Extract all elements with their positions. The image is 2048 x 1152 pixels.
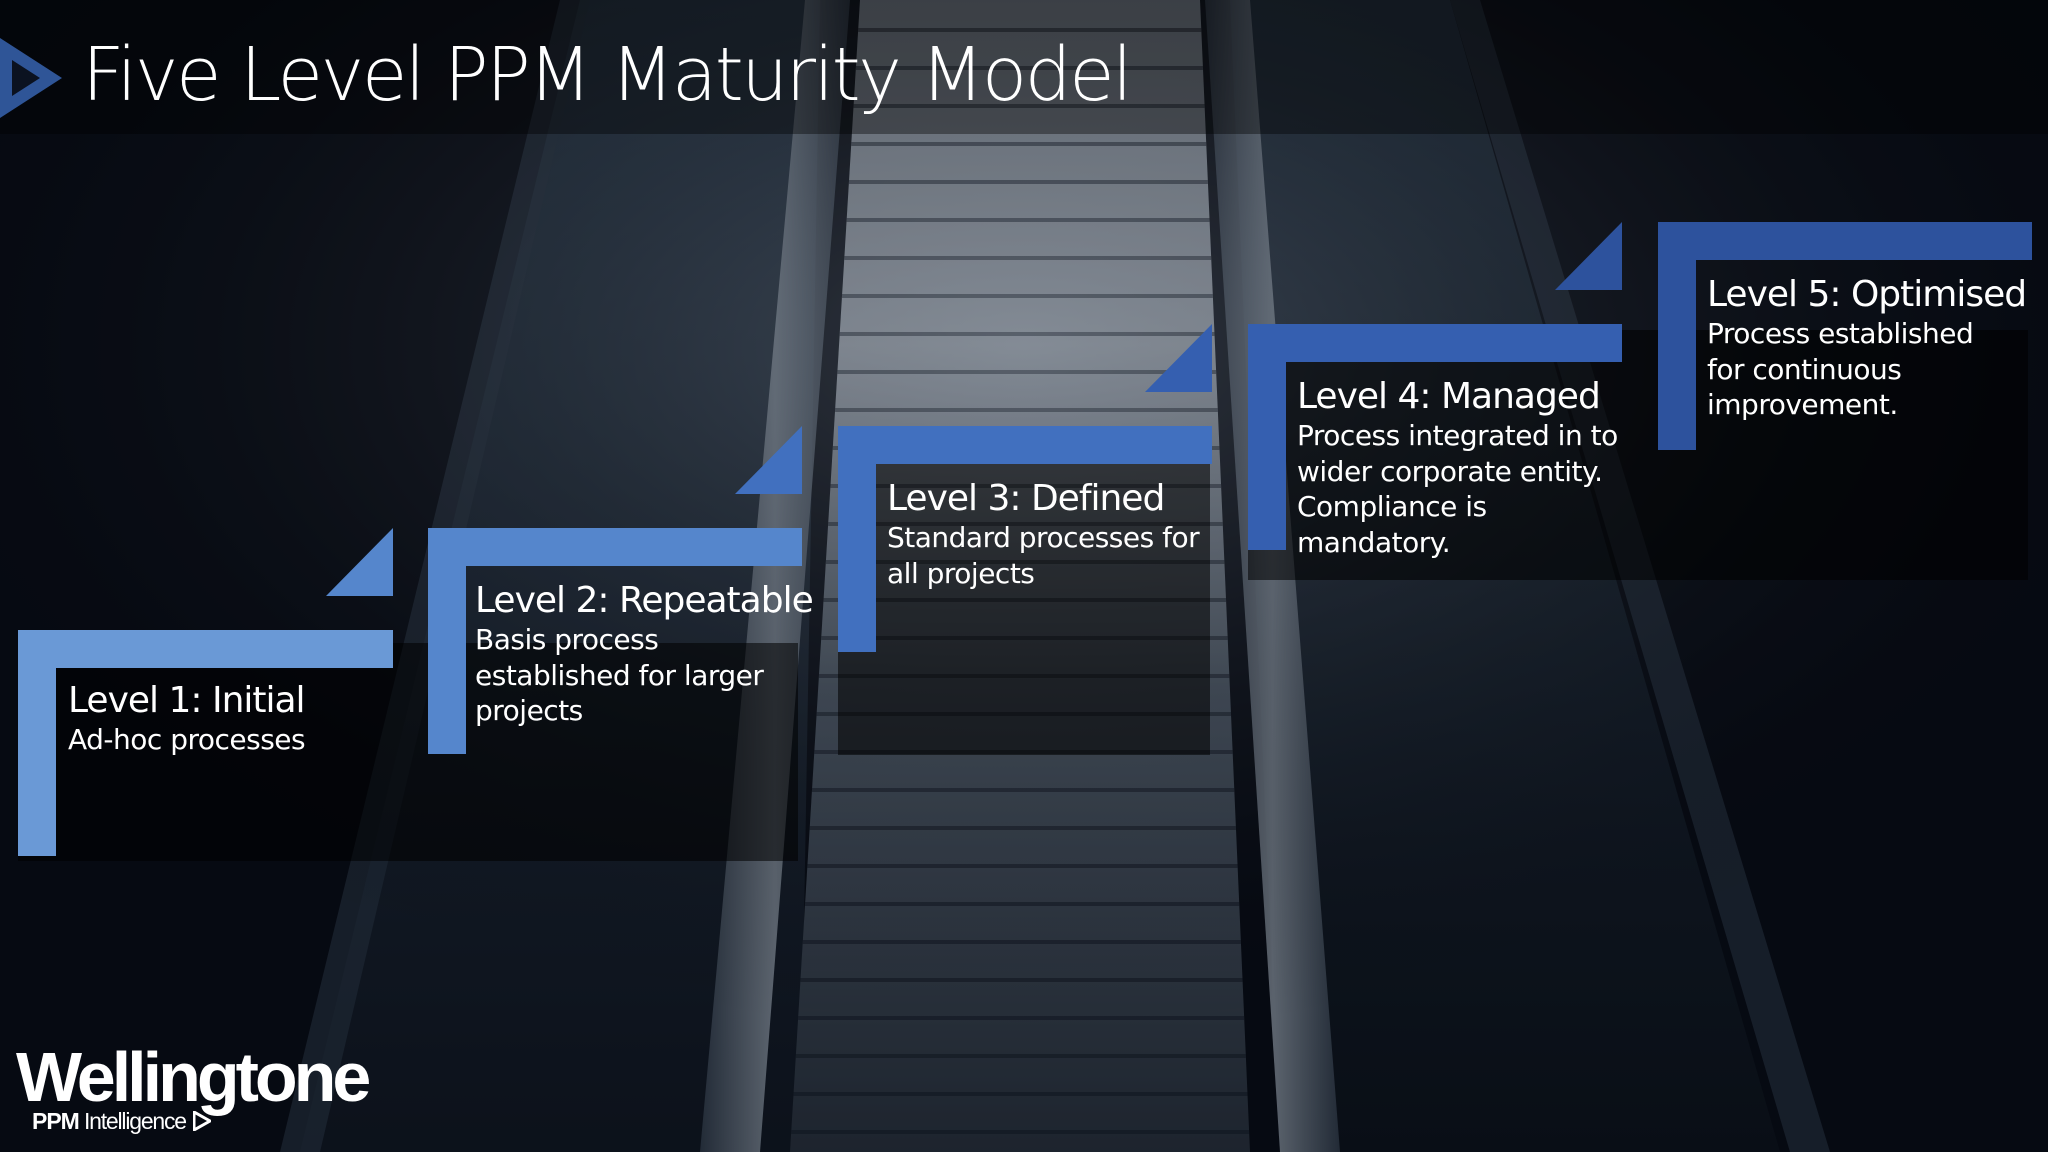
wellingtone-logo: Wellingtone PPM Intelligence: [16, 1038, 371, 1134]
level-5-block: Level 5: Optimised Process established f…: [1707, 274, 2027, 423]
text-band-lower: [18, 643, 798, 861]
level-2-bracket: [428, 528, 802, 754]
level-4-block: Level 4: Managed Process integrated in t…: [1297, 376, 1618, 560]
level-1-connector-triangle: [326, 528, 393, 596]
level-1-bracket: [18, 630, 393, 856]
level-2-description: Basis process established for larger pro…: [475, 623, 764, 727]
level-4-title: Level 4: Managed: [1297, 376, 1601, 417]
level-3-block: Level 3: Defined Standard processes for …: [887, 478, 1200, 591]
slide-title: Five Level PPM Maturity Model: [82, 32, 1133, 118]
level-5-description: Process established for continuous impro…: [1707, 317, 1974, 421]
level-2-block: Level 2: Repeatable Basis process establ…: [475, 580, 814, 729]
level-4-connector-triangle: [1555, 222, 1622, 290]
logo-tagline: PPM Intelligence: [32, 1108, 211, 1135]
level-2-connector-triangle: [735, 426, 802, 494]
level-1-block: Level 1: Initial Ad-hoc processes: [68, 680, 306, 758]
level-2-title: Level 2: Repeatable: [475, 580, 814, 621]
text-band-upper: [1248, 330, 2028, 580]
logo-wordmark: Wellingtone: [16, 1038, 371, 1116]
level-5-bracket: [1658, 222, 2032, 450]
level-1-description: Ad-hoc processes: [68, 723, 306, 756]
level-3-bracket: [838, 426, 1212, 652]
logo-tagline-bold: PPM: [32, 1108, 80, 1134]
level-3-connector-triangle: [1145, 324, 1212, 392]
play-triangle-icon: [0, 38, 62, 118]
text-band-level-3: [838, 463, 1210, 755]
level-3-title: Level 3: Defined: [887, 478, 1165, 519]
level-4-description: Process integrated in to wider corporate…: [1297, 419, 1618, 559]
title-bar: [0, 0, 2048, 134]
play-triangle-icon: [193, 1111, 211, 1131]
level-3-description: Standard processes for all projects: [887, 521, 1200, 590]
logo-tagline-rest: Intelligence: [83, 1108, 187, 1134]
level-1-title: Level 1: Initial: [68, 680, 306, 721]
level-4-bracket: [1248, 324, 1622, 550]
level-5-title: Level 5: Optimised: [1707, 274, 2027, 315]
